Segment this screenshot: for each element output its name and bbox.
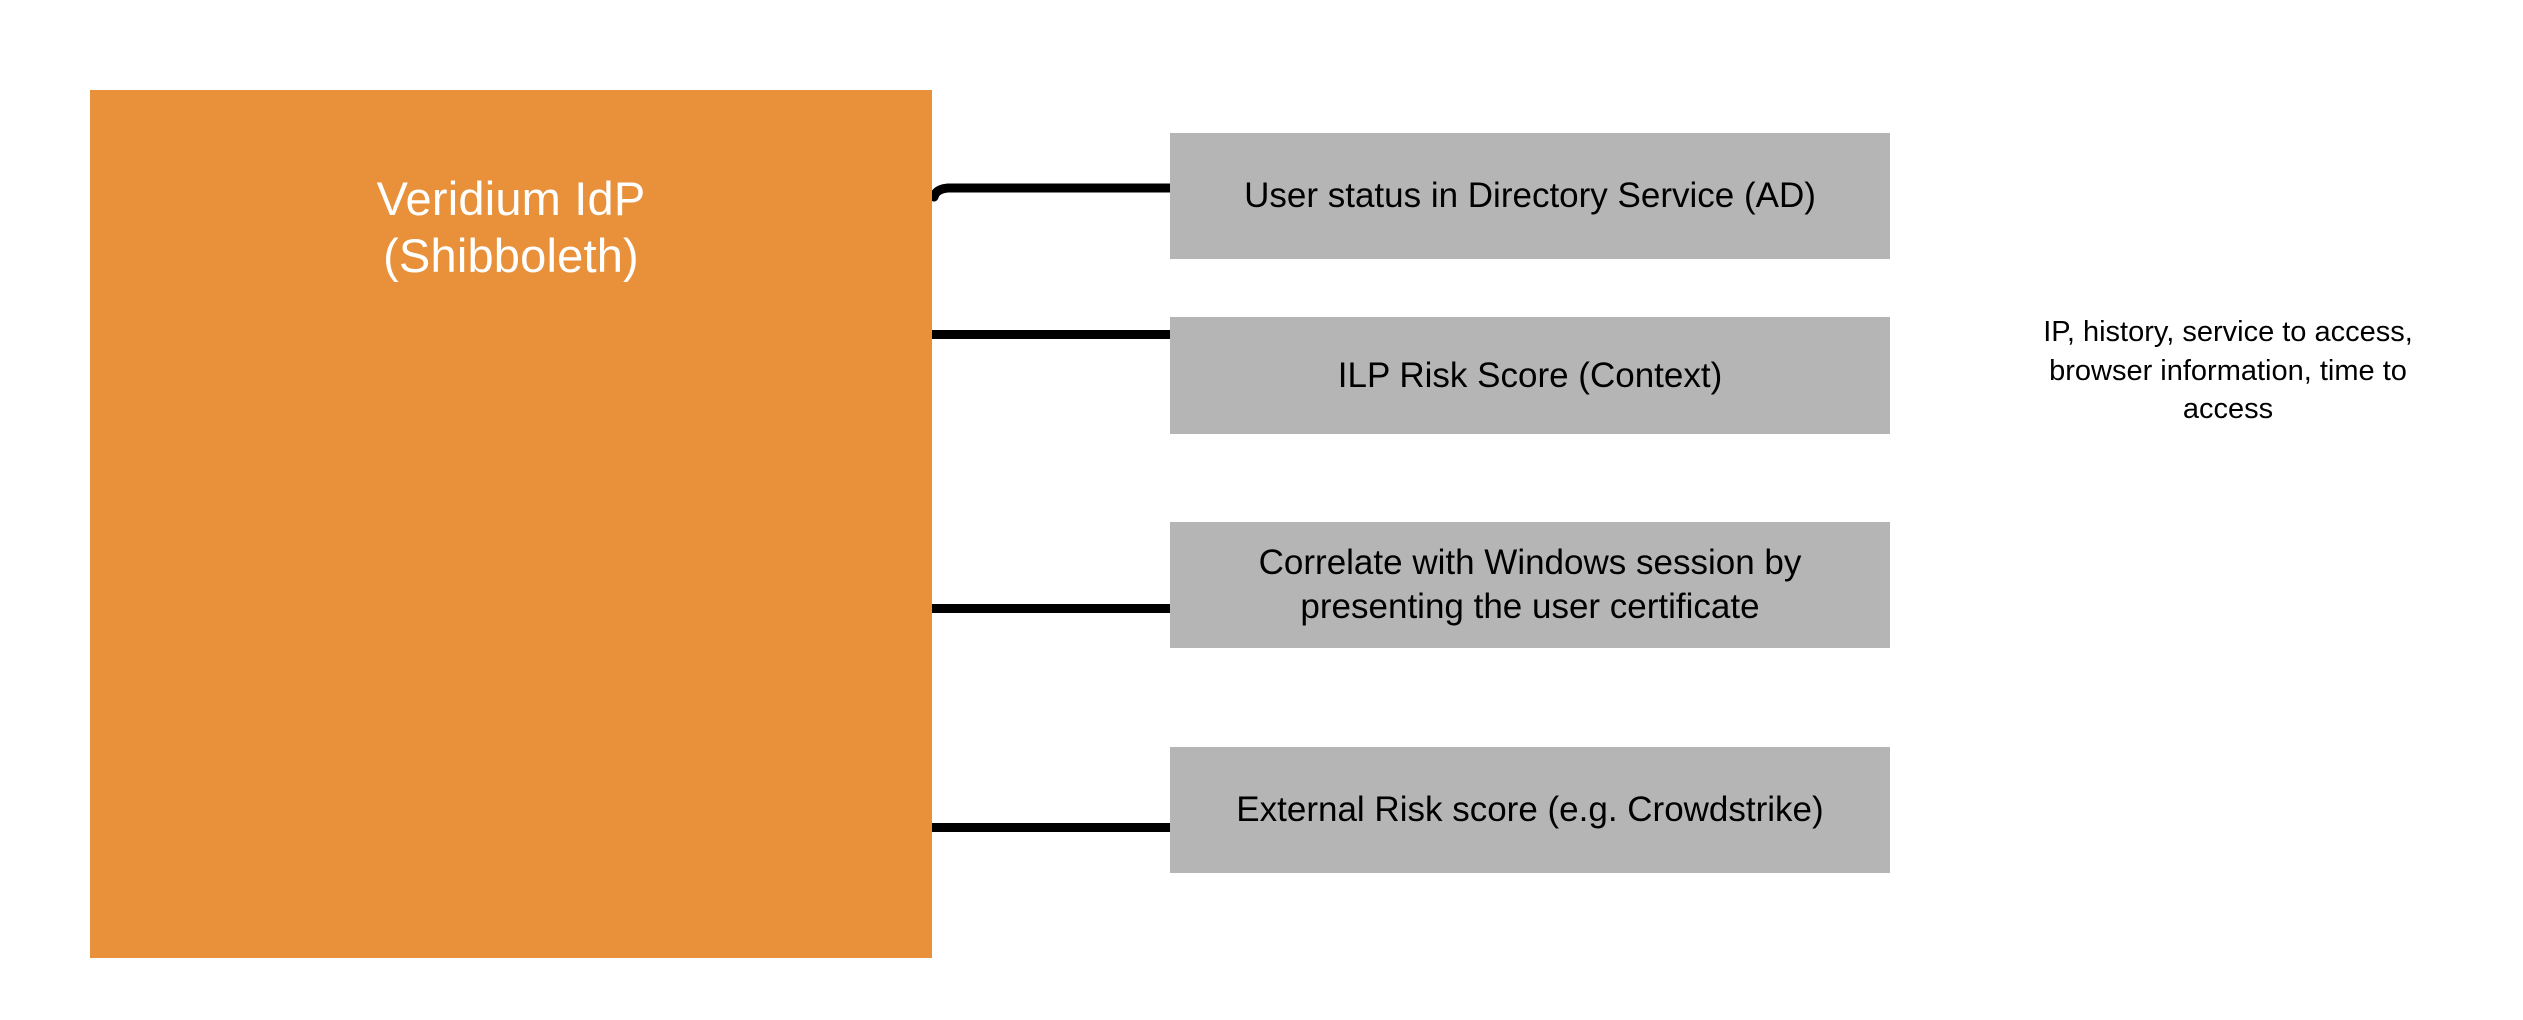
connector-line-ilp-risk-score: [932, 330, 1172, 339]
node-external-risk-score[interactable]: External Risk score (e.g. Crowdstrike): [1170, 747, 1890, 873]
node-correlate-windows-session-label: Correlate with Windows session by presen…: [1258, 543, 1802, 626]
node-veridium-idp[interactable]: Veridium IdP (Shibboleth): [90, 90, 932, 958]
node-ilp-risk-score[interactable]: ILP Risk Score (Context): [1170, 317, 1890, 434]
node-user-status-directory-service-label: User status in Directory Service (AD): [1244, 176, 1816, 216]
node-correlate-windows-session[interactable]: Correlate with Windows session by presen…: [1170, 522, 1890, 648]
connector-line-correlate-windows-session: [932, 604, 1172, 613]
node-user-status-directory-service[interactable]: User status in Directory Service (AD): [1170, 133, 1890, 259]
node-external-risk-score-label: External Risk score (e.g. Crowdstrike): [1236, 790, 1824, 830]
node-veridium-idp-label: Veridium IdP (Shibboleth): [376, 172, 646, 283]
annotation-context-attributes: IP, history, service to access, browser …: [2043, 316, 2413, 426]
connector-line-external-risk-score: [932, 823, 1172, 832]
connector-line-user-status: [932, 178, 1172, 202]
node-ilp-risk-score-label: ILP Risk Score (Context): [1337, 355, 1723, 395]
